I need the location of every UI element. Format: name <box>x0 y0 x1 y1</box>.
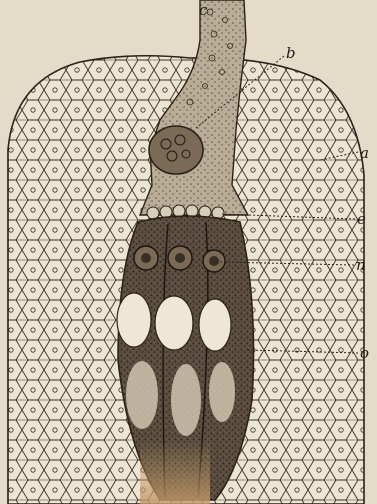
label-c: c <box>199 3 207 18</box>
label-o: o <box>360 346 369 361</box>
stain <box>140 440 210 504</box>
nuclei <box>134 246 225 272</box>
canal-cell <box>149 126 203 174</box>
label-a: a <box>360 146 369 161</box>
egg-cells <box>117 293 231 351</box>
label-e: e <box>357 212 366 227</box>
label-n: n <box>356 258 366 273</box>
label-b: b <box>286 46 296 61</box>
